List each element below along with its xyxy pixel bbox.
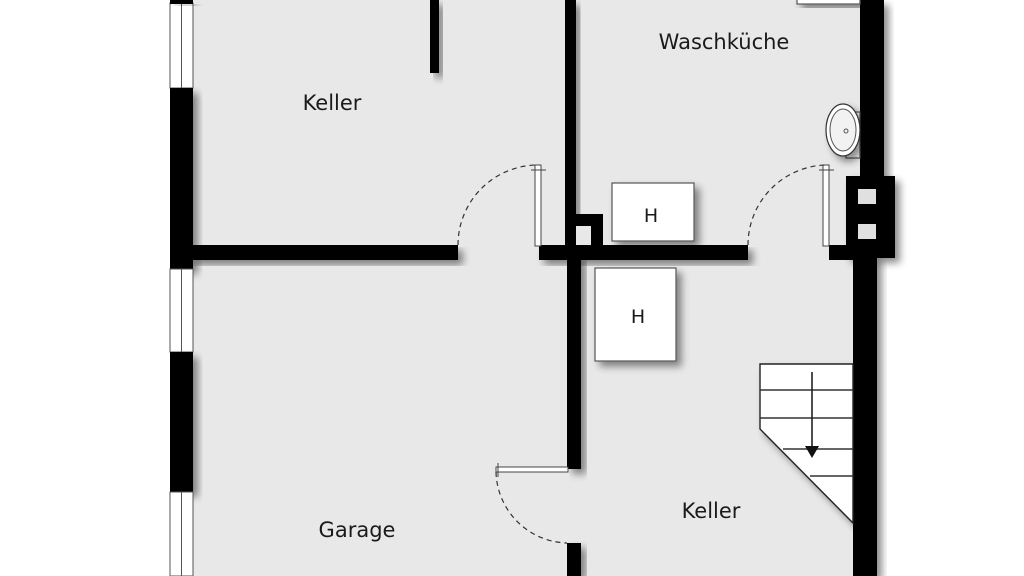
- wall-right-return: [829, 245, 859, 260]
- shaft: [565, 214, 603, 254]
- wall-keller-waschkueche: [565, 0, 576, 260]
- wall-segment: [170, 0, 193, 4]
- wall-segment: [170, 88, 193, 269]
- room-label-keller-top: Keller: [303, 91, 362, 115]
- wall-keller-garage: [190, 245, 458, 260]
- wall-segment: [170, 352, 193, 492]
- left-exterior-wall: [169, 0, 194, 576]
- sink-icon: [825, 103, 861, 159]
- heater-1-label: H: [644, 205, 658, 227]
- staircase-icon: [759, 363, 854, 525]
- window-bottom-left: [169, 491, 194, 576]
- wall-garage-keller-upper: [567, 255, 581, 469]
- wall-garage-keller-lower: [567, 543, 581, 576]
- washing-machine-partial: [796, 0, 861, 5]
- heater-2-label: H: [631, 306, 645, 328]
- room-label-garage: Garage: [319, 518, 396, 542]
- door-garage[interactable]: [495, 463, 569, 544]
- right-wall-lower: [853, 255, 877, 576]
- floor-area: [192, 0, 860, 576]
- wall-stub-top: [430, 0, 439, 73]
- window-middle-left: [169, 268, 194, 353]
- right-wall-upper: [860, 0, 884, 182]
- chimney: [846, 176, 895, 258]
- door-keller-top[interactable]: [457, 164, 546, 247]
- window-top-left: [169, 2, 194, 89]
- arrow-down-icon: [805, 446, 819, 458]
- door-waschkueche[interactable]: [747, 164, 834, 247]
- heater-2: H: [594, 267, 677, 362]
- room-label-waschkueche: Waschküche: [659, 30, 790, 54]
- room-label-keller-bottom: Keller: [682, 499, 741, 523]
- wall-waschkueche-keller: [539, 245, 748, 260]
- heater-1: H: [611, 182, 695, 242]
